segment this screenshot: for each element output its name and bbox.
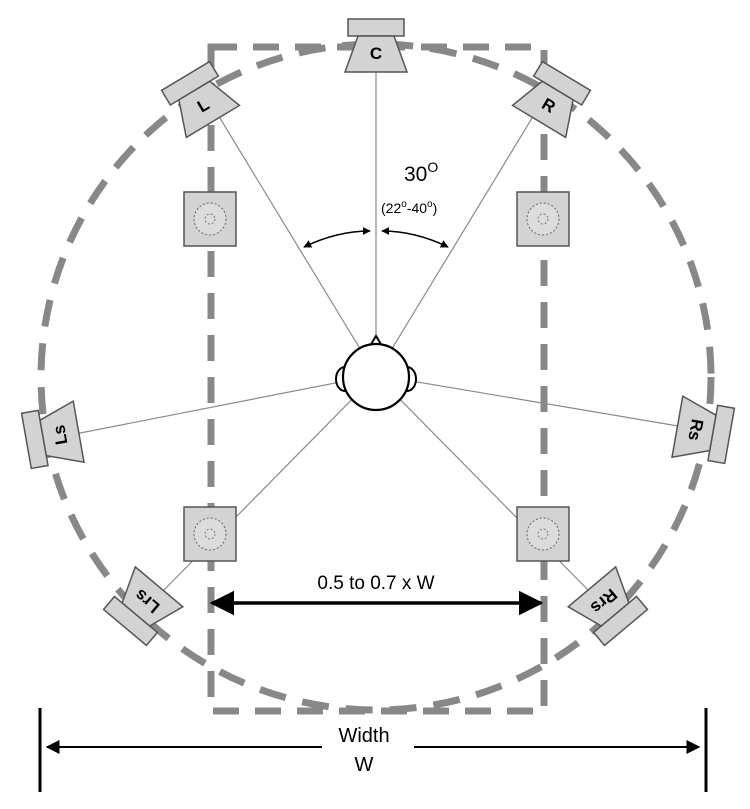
speaker-center-label: C — [370, 44, 382, 63]
subwoofer-front-right — [516, 191, 570, 247]
angle-arcs — [303, 227, 449, 248]
speaker-rays — [69, 68, 691, 593]
speaker-center: C — [343, 18, 409, 73]
speaker-left-surround-label: Ls — [49, 423, 71, 446]
subwoofer-front-left — [183, 191, 237, 247]
speaker-right-surround: Rs — [671, 394, 736, 465]
width-label: Width — [338, 725, 389, 747]
angle-range-label: (22o-40o) — [381, 199, 437, 216]
speaker-right-rear-surround: Rrs — [566, 565, 649, 647]
speaker-right-surround-label: Rs — [684, 418, 706, 443]
inner-width-label: 0.5 to 0.7 x W — [317, 573, 434, 594]
subwoofer-rear-left — [183, 506, 237, 562]
right-angle-arc — [381, 227, 449, 248]
speaker-left-surround: Ls — [20, 399, 85, 470]
room-boundary — [207, 43, 548, 715]
speaker-left-rear-surround: Lrs — [102, 565, 185, 647]
angle-label: 30O — [404, 159, 438, 186]
width-symbol: W — [355, 754, 374, 776]
listener-head-icon — [335, 334, 417, 412]
left-angle-arc — [303, 227, 371, 248]
speaker-left: L — [160, 60, 241, 139]
speaker-right: R — [511, 60, 592, 139]
subwoofer-rear-right — [516, 506, 570, 562]
speaker-circle — [37, 40, 715, 714]
